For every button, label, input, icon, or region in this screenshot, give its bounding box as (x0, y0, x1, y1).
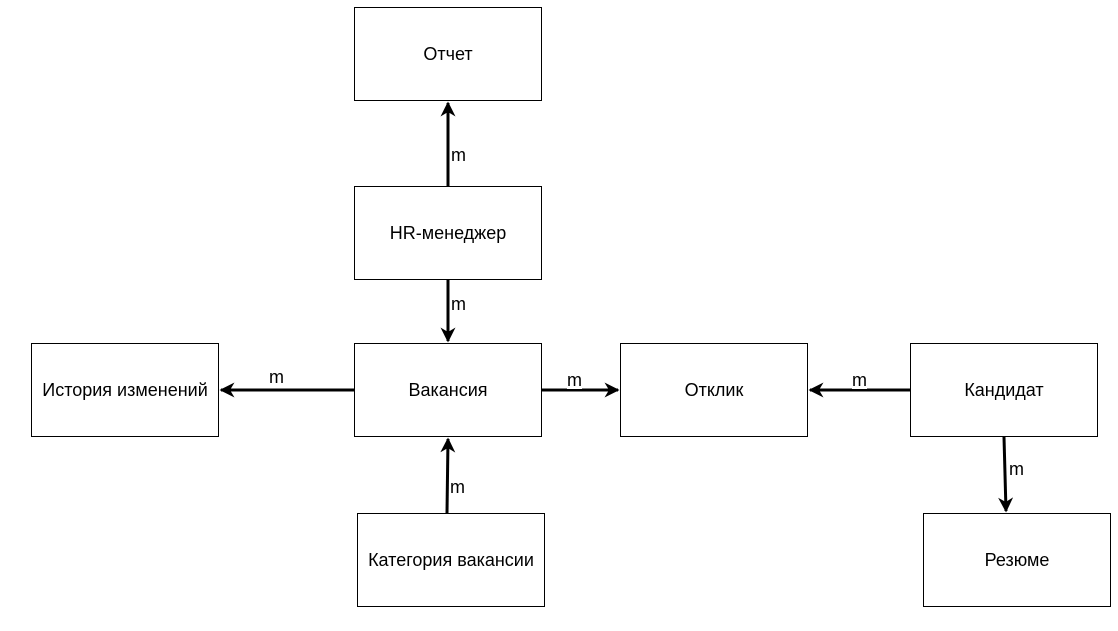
entity-vacancy-category: Категория вакансии (357, 513, 545, 607)
edge-label-candidate-resume: m (1009, 459, 1024, 479)
edge-label-vacancy-history: m (269, 367, 284, 387)
edge-label-vacancy-response: m (567, 370, 582, 390)
edge-label-hr-report: m (451, 145, 466, 165)
entity-resume: Резюме (923, 513, 1111, 607)
entity-vacancy: Вакансия (354, 343, 542, 437)
edge-category-to-vacancy (440, 437, 456, 514)
entity-candidate: Кандидат (910, 343, 1098, 437)
edge-candidate-to-resume (998, 436, 1014, 513)
edge-label-candidate-response: m (852, 370, 867, 390)
entity-history: История изменений (31, 343, 219, 437)
edge-label-category-vacancy: m (450, 477, 465, 497)
entity-report: Отчет (354, 7, 542, 101)
edge-label-hr-vacancy: m (451, 294, 466, 314)
entity-hr-manager: HR-менеджер (354, 186, 542, 280)
entity-response: Отклик (620, 343, 808, 437)
